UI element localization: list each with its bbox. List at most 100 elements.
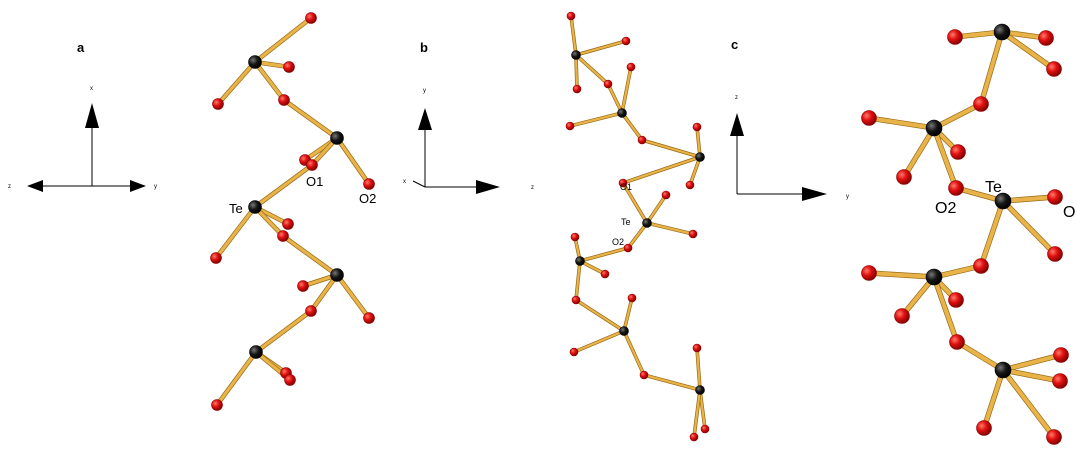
panel-b-tellurium-atom (619, 326, 629, 336)
panel-c-oxygen-atom (947, 29, 963, 45)
panel-b-bond (574, 53, 579, 91)
panel-a-bond (253, 60, 286, 102)
panel-a-axis-up-label: x (90, 86, 93, 92)
panel-c-axis-up-label: z (735, 95, 738, 101)
panel-c-bond (932, 126, 958, 190)
panel-a-bond (215, 350, 258, 407)
panel-b-bond (578, 246, 630, 263)
panel-c-axes (730, 113, 827, 201)
panel-a-oxygen-atom (283, 61, 295, 73)
arrow-up-icon (730, 113, 744, 136)
panel-c-tellurium-atom (994, 192, 1012, 210)
panel-c-tellurium-atom (925, 268, 943, 286)
arrow-up-icon (85, 103, 99, 128)
panel-a-bond (214, 205, 257, 260)
panel-b-tellurium-atom (695, 385, 705, 395)
panel-c-tellurium-atom (993, 23, 1011, 41)
panel-b-oxygen-atom (570, 232, 580, 242)
panel-c-oxygen-atom (861, 265, 877, 281)
panel-b-oxygen-atom (623, 243, 633, 253)
panel-b-oxygen-atom (692, 122, 702, 132)
panel-c-oxygen-atom (949, 334, 965, 350)
panel-b-bond (695, 125, 702, 159)
panel-c-oxygen-atom (896, 169, 912, 185)
panel-c-bond (932, 275, 959, 344)
panel-b-oxygen-atom (572, 84, 582, 94)
panel-b-oxygen-atom (571, 295, 581, 305)
panel-b-axis-corner-label: x (403, 179, 406, 185)
panel-c-te-label: Te (985, 179, 1002, 196)
panel-a-oxygen-atom (212, 98, 224, 110)
panel-a-tellurium-atom (248, 200, 262, 214)
panel-a-oxygen-atom (363, 178, 375, 190)
panel-a-axes (27, 103, 146, 192)
panel-c-oxygen-atom (894, 308, 910, 324)
panel-a-oxygen-atom (363, 312, 375, 324)
panel-a-bond (253, 163, 314, 209)
panel-b-oxygen-atom (692, 343, 702, 353)
panel-c-oxygen-atom (973, 96, 989, 112)
panel-a-label: a (77, 40, 85, 55)
panel-c-oxygen-atom (1047, 246, 1063, 262)
panel-c-bond (982, 368, 1005, 430)
panel-b-bond (688, 155, 702, 187)
panel-c-bond (979, 30, 1004, 106)
arrow-right-icon (476, 180, 500, 194)
panel-b-bond (572, 329, 626, 354)
panel-c-tellurium-atom (925, 119, 943, 137)
panel-a-oxygen-atom (284, 374, 296, 386)
arrow-right-icon (130, 180, 146, 192)
panel-b-axis-up-label: y (423, 88, 426, 94)
panel-b-bond (568, 111, 624, 128)
panel-b-bond (695, 346, 702, 392)
panel-c-oxygen-atom (1046, 61, 1062, 77)
panel-c-bond (1001, 199, 1057, 256)
panel-b-bond (692, 388, 702, 439)
panel-b-oxygen-atom (689, 432, 699, 442)
panel-c-bond (867, 271, 936, 279)
panel-b-bond (622, 296, 634, 333)
panel-c-oxygen-atom (973, 258, 989, 274)
panel-b-bond (626, 221, 649, 250)
panel-a-bond (254, 309, 313, 354)
panel-a-oxygen-atom (297, 280, 309, 292)
panel-b-oxygen-atom (565, 121, 575, 131)
panel-b-bond (645, 221, 695, 236)
panel-c-o-label: O (1063, 204, 1075, 221)
panel-b-tellurium-atom (695, 152, 705, 162)
panel-c-bond (902, 126, 936, 179)
panel-b-oxygen-atom (685, 180, 695, 190)
arrow-up-icon (418, 108, 432, 130)
panel-c-label: c (731, 37, 738, 52)
panel-b-oxygen-atom (621, 36, 631, 46)
panel-a-tellurium-atom (330, 268, 344, 282)
panel-c-oxygen-atom (1053, 347, 1069, 363)
panel-c-bond (1000, 30, 1056, 71)
panel-a-chain (210, 12, 375, 411)
panel-b-bond (620, 65, 633, 115)
panel-a-oxygen-atom (210, 252, 222, 264)
arrow-left-icon (27, 180, 43, 192)
panel-c-oxygen-atom (1038, 30, 1054, 46)
panel-a-o2-label: O2 (359, 191, 376, 206)
panel-b-bond (620, 111, 644, 142)
panel-b-tellurium-atom (617, 108, 627, 118)
panel-b-tellurium-atom (575, 256, 585, 266)
panel-a-oxygen-atom (278, 94, 290, 106)
panel-a-o1-label: O1 (306, 174, 323, 189)
arrow-right-icon (802, 187, 827, 201)
panel-a-tellurium-atom (249, 345, 263, 359)
panel-a-oxygen-atom (282, 218, 294, 230)
panel-c-bond (1001, 368, 1062, 383)
panel-a-oxygen-atom (305, 12, 317, 24)
panel-a-te-label: Te (229, 201, 243, 216)
panel-a-bond (335, 136, 371, 186)
panel-c-tellurium-atom (994, 361, 1012, 379)
panel-c-axis-right-label: y (846, 194, 849, 200)
panel-b-oxygen-atom (566, 11, 576, 21)
panel-c-bond (1001, 353, 1063, 372)
panel-b-oxygen-atom (603, 79, 613, 89)
panel-c-bond (979, 199, 1005, 268)
panel-b-oxygen-atom (688, 229, 698, 239)
